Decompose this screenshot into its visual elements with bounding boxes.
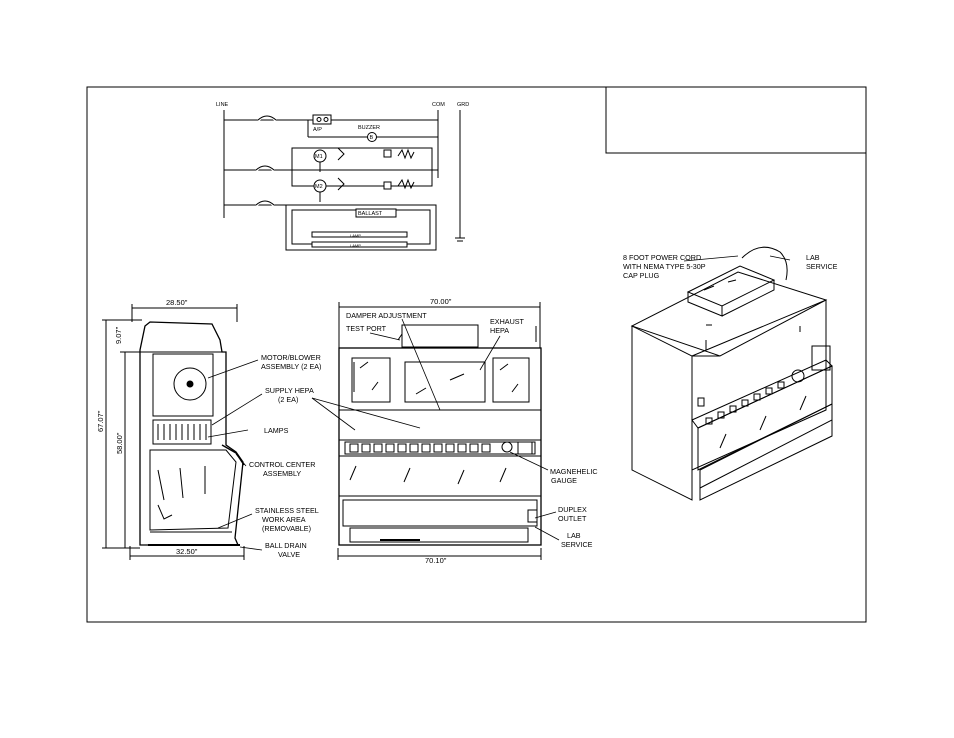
ball-drain-callout-2: VALVE <box>278 550 300 559</box>
lamp-label-1: LAMP <box>350 233 361 238</box>
magnehelic-callout-2: GAUGE <box>551 476 577 485</box>
side-height-top-dim: 9.07" <box>114 326 123 344</box>
lamp-label-2: LAMP <box>350 243 361 248</box>
isometric-cabinet <box>630 246 833 501</box>
lab-service-front-callout-1: LAB <box>567 531 581 540</box>
work-area-callout-1: STAINLESS STEEL <box>255 506 319 515</box>
duplex-callout-1: DUPLEX <box>558 505 587 514</box>
lab-service-iso-callout-1: LAB <box>806 253 820 262</box>
ap-label: A/P <box>313 127 322 133</box>
com-label: COM <box>432 102 445 108</box>
side-view-cabinet <box>102 304 245 560</box>
test-port-callout: TEST PORT <box>346 324 387 333</box>
exhaust-hepa-callout-1: EXHAUST <box>490 317 525 326</box>
ballast-label: BALLAST <box>358 211 383 217</box>
motor-blower-callout-1: MOTOR/BLOWER <box>261 353 321 362</box>
control-center-callout-1: CONTROL CENTER <box>249 460 315 469</box>
title-block <box>605 86 867 154</box>
side-height-total-dim: 67.07" <box>96 410 105 432</box>
line-label: LINE <box>216 102 229 108</box>
work-area-callout-2: WORK AREA <box>262 515 306 524</box>
front-callout-lines <box>311 318 560 541</box>
power-cord-callout-3: CAP PLUG <box>623 271 660 280</box>
motor-m1-label: M1 <box>315 154 323 160</box>
front-width-top-dim: 70.00" <box>430 297 452 306</box>
lab-service-iso-callout-2: SERVICE <box>806 262 838 271</box>
control-center-callout-2: ASSEMBLY <box>263 469 301 478</box>
supply-hepa-callout-1: SUPPLY HEPA <box>265 386 314 395</box>
power-cord-callout-2: WITH NEMA TYPE 5-30P <box>623 262 706 271</box>
ball-drain-callout-1: BALL DRAIN <box>265 541 307 550</box>
motor-blower-callout-2: ASSEMBLY (2 EA) <box>261 362 321 371</box>
motor-m2-label: M2 <box>315 184 323 190</box>
buzzer-label: BUZZER <box>358 125 380 131</box>
wiring-schematic <box>223 110 465 251</box>
side-callout-lines <box>207 359 263 551</box>
supply-hepa-callout-2: (2 EA) <box>278 395 298 404</box>
duplex-callout-2: OUTLET <box>558 514 587 523</box>
front-view-cabinet <box>337 302 542 560</box>
buzzer-symbol: B <box>370 135 374 141</box>
grd-label: GRD <box>457 102 469 108</box>
iso-callout-lines <box>683 255 791 262</box>
front-width-bottom-dim: 70.10" <box>425 556 447 565</box>
side-width-top-dim: 28.50" <box>166 298 188 307</box>
exhaust-hepa-callout-2: HEPA <box>490 326 509 335</box>
lab-service-front-callout-2: SERVICE <box>561 540 593 549</box>
side-height-body-dim: 58.00" <box>115 432 124 454</box>
side-width-bottom-dim: 32.50" <box>176 547 198 556</box>
drawing-border <box>86 86 867 623</box>
damper-callout: DAMPER ADJUSTMENT <box>346 311 427 320</box>
magnehelic-callout-1: MAGNEHELIC <box>550 467 598 476</box>
lamps-callout: LAMPS <box>264 426 289 435</box>
work-area-callout-3: (REMOVABLE) <box>262 524 311 533</box>
power-cord-callout-1: 8 FOOT POWER CORD <box>623 253 701 262</box>
